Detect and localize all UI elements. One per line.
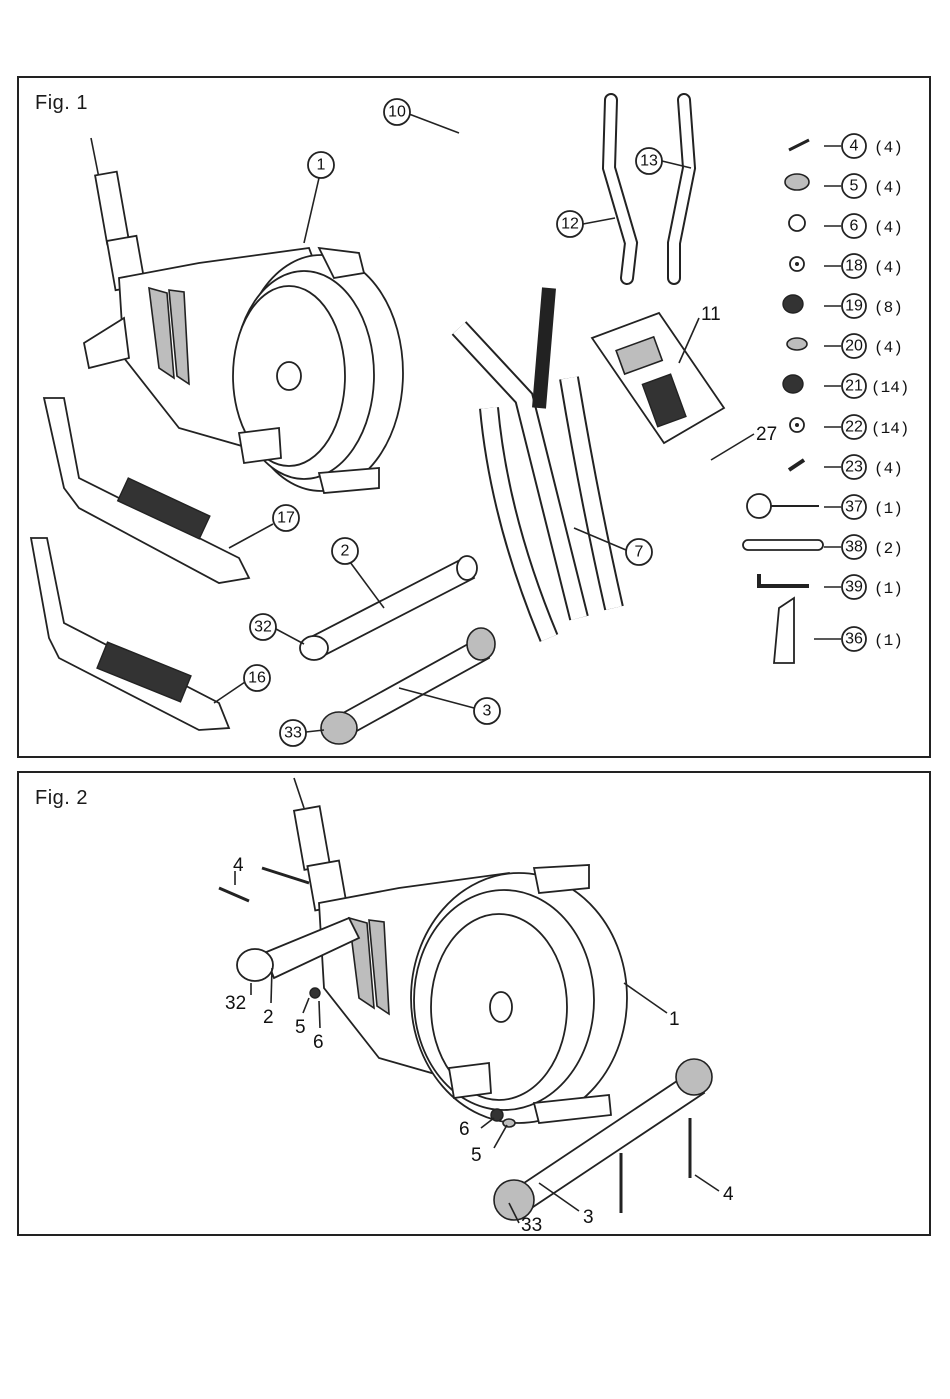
callout-16: 16: [248, 670, 266, 687]
hardware-num-23: 23: [845, 459, 863, 476]
callout-27: 27: [756, 424, 777, 445]
callout-11: 11: [701, 304, 721, 325]
hardware-num-20: 20: [845, 338, 863, 355]
hardware-num-18: 18: [845, 258, 863, 275]
callout-7: 7: [635, 544, 644, 561]
callout-33: 33: [284, 725, 302, 742]
callout-13: 13: [640, 153, 658, 170]
label-3: 3: [583, 1207, 594, 1228]
stabilizer-tubes-drawing: [300, 556, 495, 744]
figure-1-panel: Fig. 1: [17, 76, 931, 758]
hardware-qty-23: (4): [874, 460, 903, 478]
label-6-left: 6: [313, 1032, 324, 1053]
hardware-qty-18: (4): [874, 259, 903, 277]
label-4-right: 4: [723, 1184, 734, 1205]
hardware-qty-36: (1): [874, 632, 903, 650]
hardware-num-21: 21: [845, 378, 863, 395]
hardware-num-5: 5: [850, 178, 859, 195]
hardware-num-38: 38: [845, 539, 863, 556]
console-drawing: [592, 313, 724, 443]
hardware-qty-4: (4): [874, 139, 903, 157]
hardware-qty-19: (8): [874, 299, 903, 317]
hardware-icons: [743, 140, 823, 663]
hardware-num-37: 37: [845, 499, 863, 516]
label-33: 33: [521, 1215, 542, 1234]
callout-12: 12: [561, 216, 579, 233]
hardware-num-4: 4: [850, 138, 859, 155]
hardware-qty-39: (1): [874, 580, 903, 598]
label-5-left: 5: [295, 1017, 306, 1038]
hardware-qty-37: (1): [874, 500, 903, 518]
hardware-num-39: 39: [845, 579, 863, 596]
label-32: 32: [225, 993, 246, 1014]
hardware-num-36: 36: [845, 631, 863, 648]
callout-10: 10: [388, 104, 406, 121]
hardware-qty-22: (14): [871, 420, 909, 438]
hardware-num-19: 19: [845, 298, 863, 315]
hardware-qty-38: (2): [874, 540, 903, 558]
hardware-qty-20: (4): [874, 339, 903, 357]
pedal-arms-drawing: [31, 398, 249, 730]
callout-17: 17: [277, 510, 295, 527]
label-1: 1: [669, 1009, 680, 1030]
front-post-drawing: [459, 288, 614, 638]
hardware-num-6: 6: [850, 218, 859, 235]
label-4-left: 4: [233, 855, 244, 876]
callout-2: 2: [341, 543, 350, 560]
callout-32: 32: [254, 619, 272, 636]
figure-2-panel: Fig. 2: [17, 771, 931, 1236]
figure-2-drawing: 4 32 2 5 6 1 6 5 3 33 4: [19, 773, 929, 1234]
label-2: 2: [263, 1007, 274, 1028]
label-6-right: 6: [459, 1119, 470, 1140]
callout-1: 1: [317, 157, 326, 174]
hardware-num-22: 22: [845, 419, 863, 436]
hardware-qty-21: (14): [871, 379, 909, 397]
main-frame-drawing: [84, 138, 403, 493]
upright-arms-drawing: [609, 100, 689, 278]
assembled-frame-drawing: [219, 778, 712, 1220]
hardware-list: 4 (4) 5 (4) 6 (4) 18 (4) 19 (8) 20 (4): [814, 134, 909, 651]
figure-1-drawing: 1 10 12 13 11 27 17 2 32: [19, 78, 929, 756]
hardware-qty-5: (4): [874, 179, 903, 197]
callout-3: 3: [483, 703, 492, 720]
hardware-qty-6: (4): [874, 219, 903, 237]
label-5-right: 5: [471, 1145, 482, 1166]
handlebar-drawing: [434, 93, 524, 238]
